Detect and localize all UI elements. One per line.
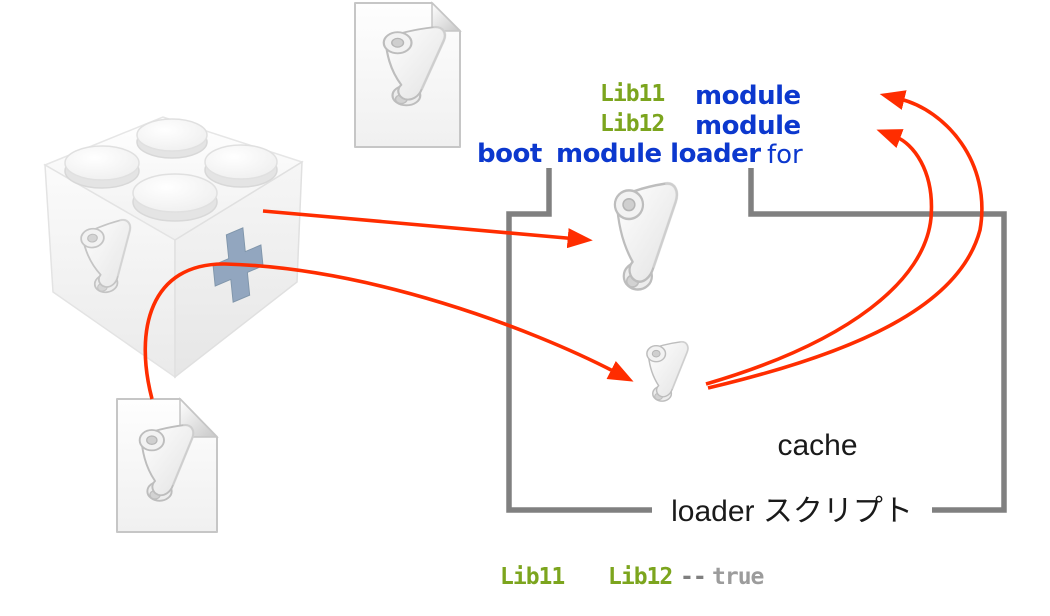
lib12-module-label: module [695,111,801,141]
script-file-icon-top [354,1,462,148]
scroll-icon-small [645,340,689,403]
console-separator: -- [680,564,707,590]
arrow-scroll-to-module-inner [705,129,934,386]
console-result: true [712,564,764,590]
lib11-module-label: module [695,81,801,111]
script-file-icon-bottom [116,397,219,533]
arrow-file-to-small-scroll [143,262,634,400]
brick-studs [64,118,278,222]
cache-label: cache [759,414,876,477]
arrow-scroll-to-module-outer [707,90,984,390]
loader-script-label: loader スクリプト [652,475,932,541]
lego-brick-icon [43,116,304,379]
cache-label-text: cache [777,428,858,462]
arrows [143,90,984,400]
lib12-label: Lib12 [600,111,665,137]
for-label: for [767,140,803,170]
console-lib11: Lib11 [500,564,565,590]
arrow-brick-to-large-scroll [262,209,593,249]
lib11-label: Lib11 [600,81,665,107]
scroll-icon-large [613,181,679,292]
folded-corner [431,1,462,32]
loader-script-label-text: loader スクリプト [671,495,913,528]
console-lib12: Lib12 [608,564,673,590]
module-loader-label: module loader [556,139,761,169]
boot-label: boot [477,139,542,169]
